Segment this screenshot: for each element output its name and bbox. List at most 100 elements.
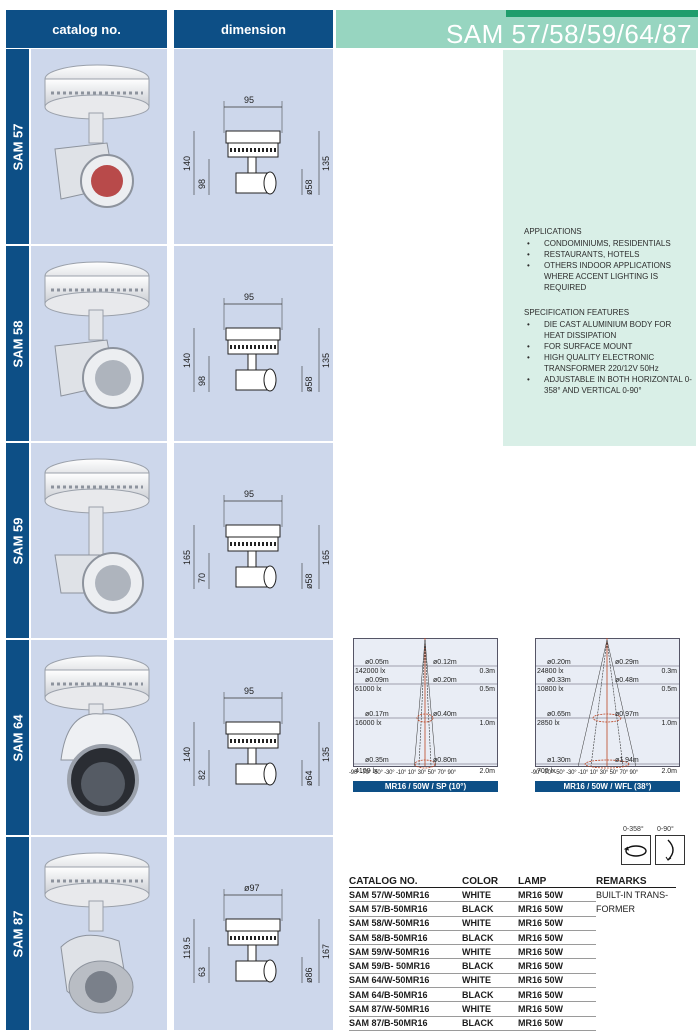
product-photo (31, 246, 167, 441)
dim-diameter: ø58 (304, 573, 314, 589)
beam-diameter-left: ø0.17m (365, 711, 389, 718)
catalog-cell: SAM 59/B- 50MR16 (349, 958, 462, 974)
dim-diameter: ø58 (304, 376, 314, 392)
catalog-cell: SAM 64/W-50MR16 (349, 973, 462, 989)
dim-total-height: 167 (321, 943, 331, 959)
catalog-cell: SAM 57/B-50MR16 (349, 901, 462, 917)
color-cell: BLACK (462, 901, 518, 917)
dim-arm-height: 63 (197, 966, 207, 977)
color-cell: WHITE (462, 1001, 518, 1017)
product-photo (31, 49, 167, 244)
lamp-cell: MR16 50W (518, 944, 596, 960)
lux-value: 61000 lx (355, 686, 382, 693)
dim-total-height: 135 (321, 352, 331, 368)
product-label-side: SAM 87 (6, 837, 29, 1030)
product-photo (31, 837, 167, 1030)
remarks-cell (596, 959, 676, 973)
col-remarks: REMARKS (596, 876, 676, 888)
specification-title: SPECIFICATION FEATURES (524, 308, 630, 317)
specification-list: DIE CAST ALUMINIUM BODY FOR HEAT DISSIPA… (524, 319, 692, 396)
catalog-cell: SAM 58/B-50MR16 (349, 930, 462, 946)
dim-width: ø97 (244, 883, 260, 893)
remarks-cell (596, 973, 676, 987)
lamp-cell: MR16 50W (518, 901, 596, 917)
dim-arm-height: 82 (197, 769, 207, 780)
lamp-cell: MR16 50W (518, 958, 596, 974)
dim-diameter: ø58 (304, 179, 314, 195)
lamp-cell: MR16 50W (518, 916, 596, 931)
applications-block: APPLICATIONS CONDOMINIUMS, RESIDENTIALSR… (524, 226, 692, 293)
lux-value: 4100 lx (355, 768, 378, 775)
lamp-cell: MR16 50W (518, 973, 596, 989)
distance-value: 0.5m (479, 686, 495, 693)
product-photo (31, 443, 167, 638)
beam-diameter-right: ø1.94m (615, 757, 639, 764)
color-cell: WHITE (462, 916, 518, 931)
page-title: SAM 57/58/59/64/87 (445, 19, 692, 49)
lamp-cell: MR16 50W (518, 887, 596, 903)
horizontal-rotation-icon (621, 835, 651, 865)
dimension-header: dimension (174, 10, 333, 48)
beam-diameter-right: ø0.80m (433, 757, 457, 764)
product-label-side: SAM 57 (6, 49, 29, 244)
dim-width: 95 (244, 95, 255, 105)
lux-value: 10800 lx (537, 686, 564, 693)
dim-width: 95 (244, 489, 255, 499)
dim-diameter: ø64 (304, 770, 314, 786)
distance-value: 1.0m (661, 720, 677, 727)
bullet-item: FOR SURFACE MOUNT (527, 341, 692, 352)
bullet-item: RESTAURANTS, HOTELS (527, 249, 692, 260)
catalog-no-header: catalog no. (6, 10, 167, 48)
product-name: SAM 58 (10, 320, 25, 367)
chart-caption: MR16 / 50W / SP (10°) (353, 781, 498, 792)
angle-axis: -90° -70° -50° -30° -10° 10° 30° 50° 70°… (349, 770, 456, 776)
vertical-rotation-icon (655, 835, 685, 865)
lamp-cell: MR16 50W (518, 987, 596, 1003)
remarks-cell (596, 945, 676, 959)
beam-diameter-right: ø0.20m (433, 677, 457, 684)
beam-diameter-right: ø0.29m (615, 659, 639, 666)
col-lamp: LAMP (518, 876, 596, 888)
beam-diameter-left: ø0.09m (365, 677, 389, 684)
color-cell: WHITE (462, 944, 518, 960)
dim-overall-height: 119.5 (182, 937, 192, 959)
distance-value: 0.3m (661, 668, 677, 675)
bullet-item: DIE CAST ALUMINIUM BODY FOR HEAT DISSIPA… (527, 319, 692, 341)
distance-value: 2.0m (661, 768, 677, 775)
angle-axis: -90° -70° -50° -30° -10° 10° 30° 50° 70°… (531, 770, 638, 776)
catalog-cell: SAM 87/W-50MR16 (349, 1001, 462, 1017)
product-label-side: SAM 58 (6, 246, 29, 441)
remarks-cell: BUILT-IN TRANS- (596, 889, 669, 900)
applications-title: APPLICATIONS (524, 227, 582, 236)
beam-diameter-left: ø0.20m (547, 659, 571, 666)
catalog-cell: SAM 58/W-50MR16 (349, 916, 462, 931)
col-color: COLOR (462, 876, 518, 888)
catalog-cell: SAM 87/B-50MR16 (349, 1016, 462, 1031)
bullet-item: HIGH QUALITY ELECTRONIC TRANSFORMER 220/… (527, 352, 692, 374)
dim-overall-height: 140 (182, 155, 192, 171)
remarks-cell: FORMER (596, 903, 635, 914)
catalog-cell: SAM 59/W-50MR16 (349, 944, 462, 960)
chart-caption: MR16 / 50W / WFL (38°) (535, 781, 680, 792)
distance-value: 2.0m (479, 768, 495, 775)
remarks-cell (596, 916, 676, 930)
dim-width: 95 (244, 686, 255, 696)
beam-diameter-left: ø0.33m (547, 677, 571, 684)
product-name: SAM 64 (10, 714, 25, 761)
product-name: SAM 57 (10, 123, 25, 170)
col-catalog-no: CATALOG NO. (349, 876, 462, 888)
beam-diameter-right: ø0.12m (433, 659, 457, 666)
product-name: SAM 59 (10, 517, 25, 564)
distance-value: 1.0m (479, 720, 495, 727)
product-photo (31, 640, 167, 835)
